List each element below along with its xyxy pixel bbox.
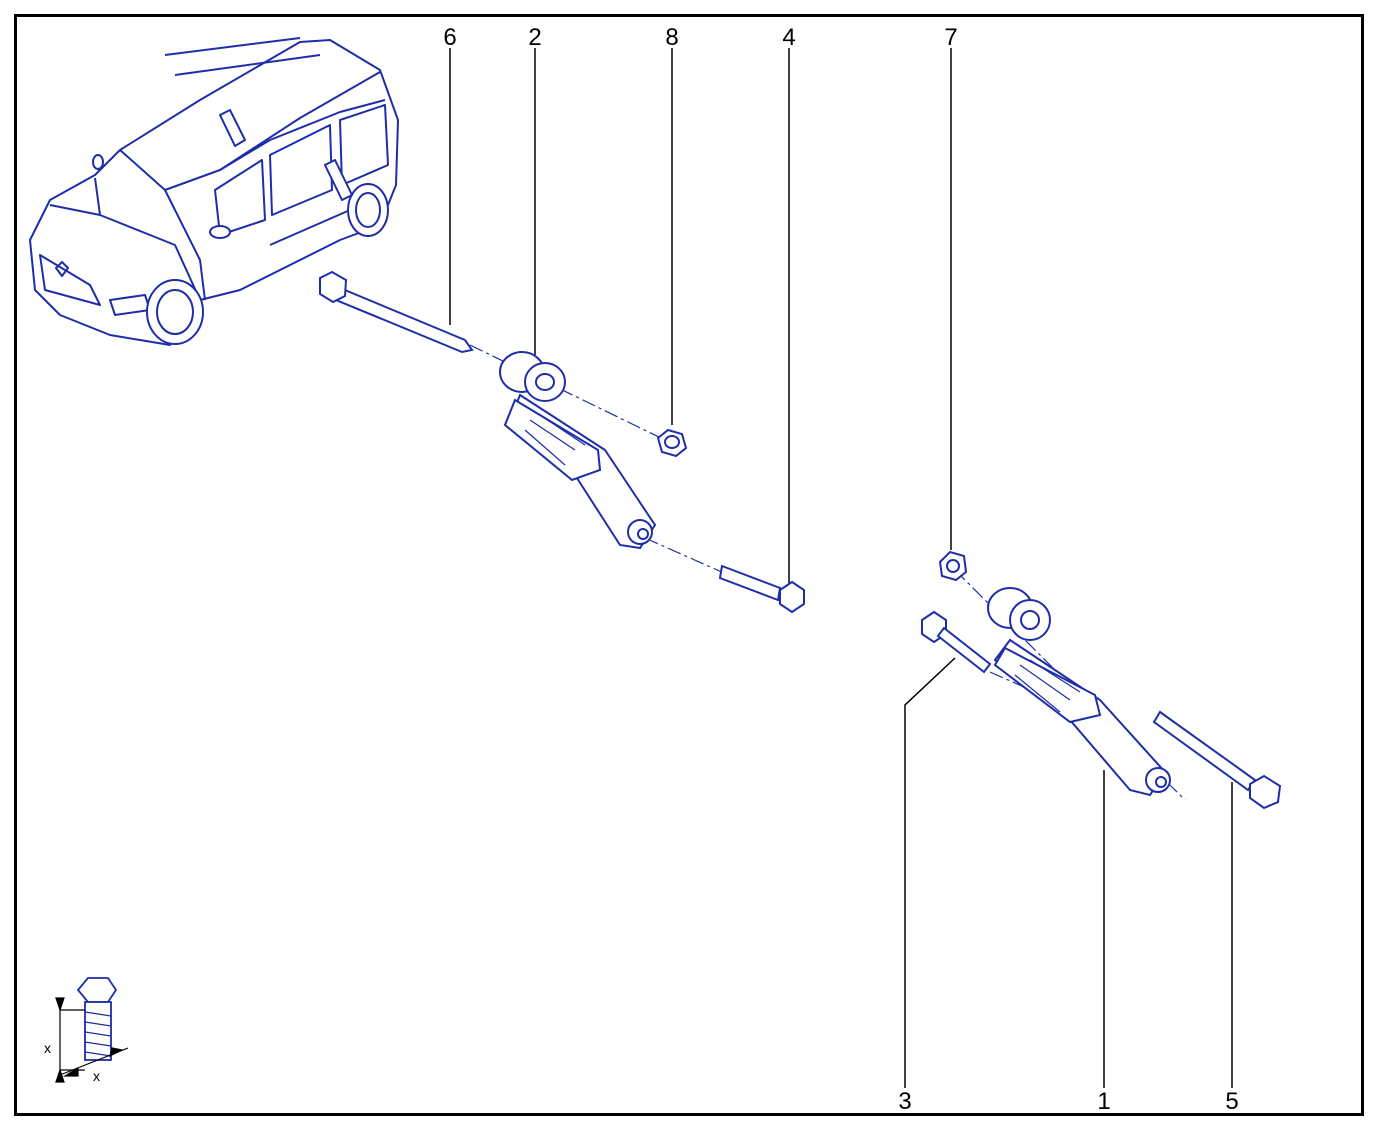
diagram-frame <box>14 14 1364 1116</box>
callout-1: 1 <box>1097 1088 1111 1115</box>
axis-lines <box>469 344 1186 801</box>
callout-4: 4 <box>782 24 796 51</box>
part-5-long-bolt <box>1152 710 1282 810</box>
part-1-shock-absorber <box>987 587 1171 797</box>
part-6-long-bolt <box>319 270 474 354</box>
leader-lines <box>449 48 1233 1088</box>
part-7-nut <box>938 550 968 582</box>
leader-3 <box>904 657 956 1088</box>
part-3-short-bolt <box>921 610 992 674</box>
callout-7: 7 <box>944 24 958 51</box>
vehicle-illustration <box>29 37 399 346</box>
callout-6: 6 <box>443 24 457 51</box>
callout-3: 3 <box>898 1088 912 1115</box>
dimension-label-diagonal: x <box>93 1068 100 1084</box>
part-4-short-bolt <box>718 564 805 614</box>
bolt-dimension-icon <box>76 977 118 1061</box>
dimension-arrows <box>55 997 129 1083</box>
part-2-shock-absorber <box>499 351 657 550</box>
callout-5: 5 <box>1225 1088 1239 1115</box>
callout-2: 2 <box>528 24 542 51</box>
dimension-label-vertical: x <box>44 1040 51 1056</box>
callout-8: 8 <box>665 24 679 51</box>
part-8-nut <box>656 428 688 458</box>
